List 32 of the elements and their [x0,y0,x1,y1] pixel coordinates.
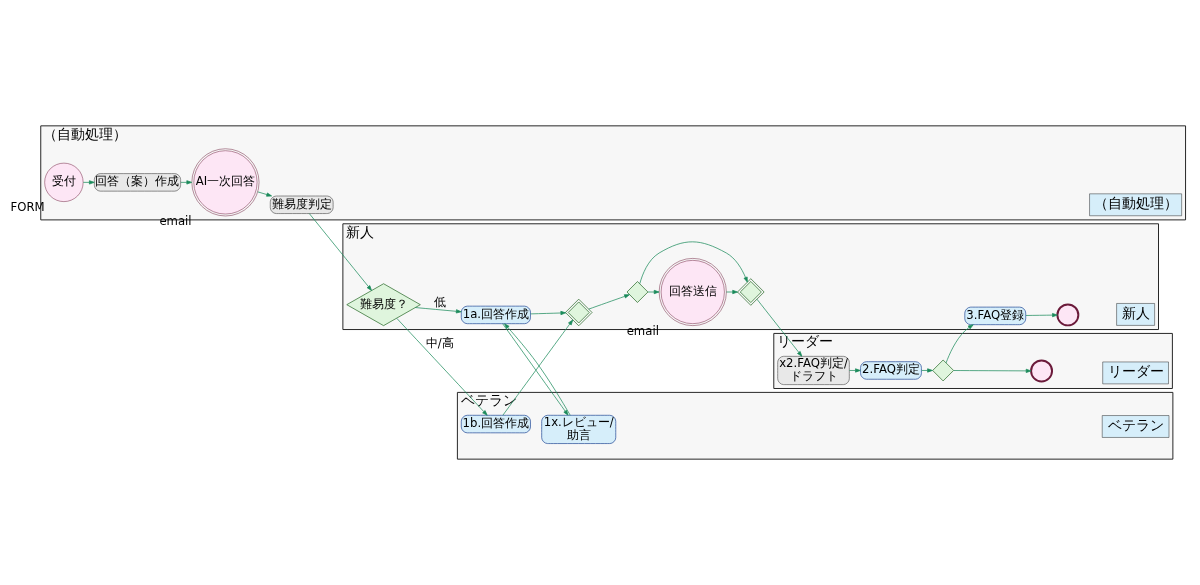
node-diamond [932,359,954,382]
arrow [639,241,748,285]
arrow [945,324,974,364]
node-circle [1056,303,1080,327]
node-box: 1a.回答作成 [460,305,531,325]
node-diamond [626,281,649,303]
node-box: 回答（案）作成 [94,173,181,192]
arrow [848,368,861,373]
arrow [1025,313,1058,318]
node-box: x2.FAQ判定/ドラフト [777,355,850,385]
node-box: 2.FAQ判定 [860,361,922,380]
arrow [756,298,803,357]
edge-label: 低 [433,294,446,309]
arrow [530,310,567,316]
node-box: 1b.回答作成 [460,414,531,434]
arrow [396,318,488,416]
node-box: 1x.レビュー/助言 [541,414,617,444]
node-circle: 受付 [44,162,84,202]
node-box: 3.FAQ登録 [964,306,1027,326]
node-circle [1030,359,1053,383]
arrow [921,368,933,373]
arrow [647,289,660,295]
arrow [82,180,95,185]
arrow [257,191,272,197]
edge-label: 中/高 [425,336,454,351]
arrow [180,180,193,185]
arrow [588,294,630,310]
arrow [953,368,1032,373]
node-box: 難易度判定 [269,195,334,214]
arrow [415,307,462,314]
arrow [726,289,738,295]
arrow [309,213,372,291]
